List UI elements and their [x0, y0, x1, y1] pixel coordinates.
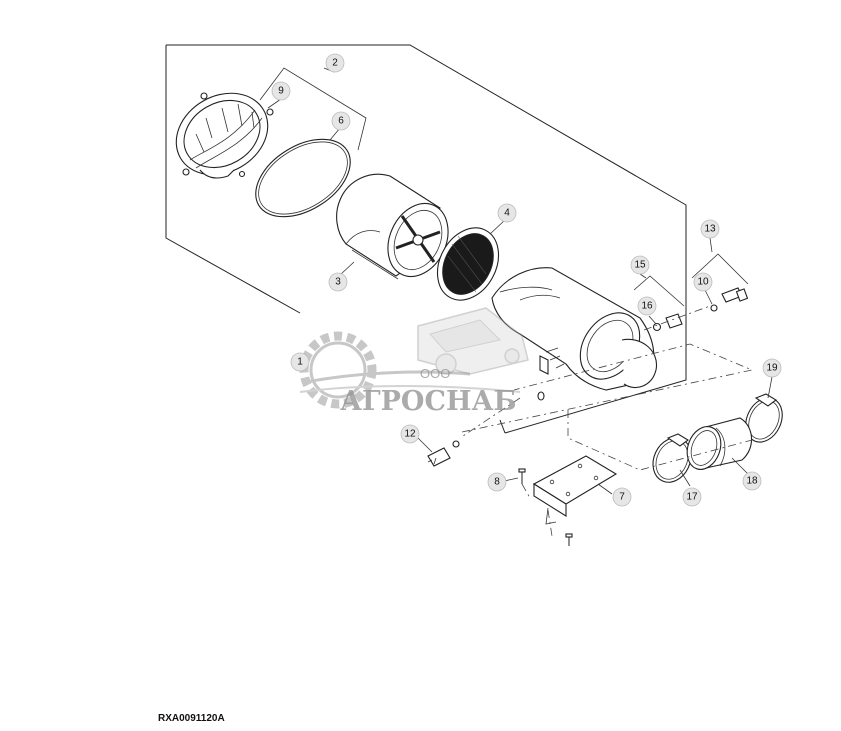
callout-1: 1 — [290, 352, 310, 372]
o-ring-part — [255, 138, 351, 218]
callout-19: 19 — [762, 358, 782, 378]
callout-bubble — [497, 203, 517, 223]
fitting-15-part — [652, 313, 683, 332]
leader-lines — [259, 67, 773, 495]
callout-bubble — [400, 424, 420, 444]
callout-label: 13 — [704, 224, 716, 235]
primary-filter-part — [336, 173, 449, 280]
callout-label: 6 — [338, 116, 344, 127]
watermark-name: АГРОСНАБ — [340, 386, 517, 417]
callout-bubble — [487, 472, 507, 492]
callout-9: 9 — [271, 81, 291, 101]
callout-bubble — [762, 358, 782, 378]
callout-13: 13 — [700, 219, 720, 239]
callout-label: 15 — [634, 260, 646, 271]
callout-10: 10 — [693, 272, 713, 292]
callout-17: 17 — [682, 487, 702, 507]
assembly-outline — [165, 44, 687, 434]
callout-bubble — [612, 487, 632, 507]
callout-label: 17 — [686, 492, 698, 503]
callout-label: 12 — [404, 429, 416, 440]
callout-2: 2 — [325, 53, 345, 73]
callout-bubble — [331, 111, 351, 131]
assembly-centerlines — [459, 305, 754, 537]
callout-bubble — [637, 296, 657, 316]
callout-group: 2 9 6 4 3 13 15 10 16 1 12 19 8 7 17 18 — [271, 53, 782, 507]
callout-bubble — [325, 53, 345, 73]
callout-15: 15 — [630, 255, 650, 275]
callout-label: 8 — [494, 477, 500, 488]
intake-cover-part — [175, 92, 274, 179]
hose-part — [686, 417, 753, 470]
callout-4: 4 — [497, 203, 517, 223]
callout-bubble — [700, 219, 720, 239]
air-cleaner-housing — [491, 267, 657, 401]
secondary-filter-part — [436, 227, 500, 301]
callout-7: 7 — [612, 487, 632, 507]
callout-label: 1 — [297, 357, 303, 368]
callout-bubble — [682, 487, 702, 507]
callout-6: 6 — [331, 111, 351, 131]
callout-label: 4 — [504, 208, 510, 219]
callout-3: 3 — [328, 272, 348, 292]
screw-part — [518, 468, 573, 546]
callout-label: 9 — [278, 86, 284, 97]
callout-bubble — [742, 471, 762, 491]
clamp-19-part — [745, 393, 783, 443]
watermark-prefix: ООО — [420, 366, 450, 381]
callout-label: 2 — [332, 58, 338, 69]
callout-bubble — [271, 81, 291, 101]
callout-label: 16 — [641, 301, 653, 312]
callout-bubble — [328, 272, 348, 292]
callout-label: 18 — [746, 476, 758, 487]
clamp-17-part — [652, 433, 692, 483]
callout-12: 12 — [400, 424, 420, 444]
callout-16: 16 — [637, 296, 657, 316]
fitting-13-part — [710, 287, 749, 312]
agrosnab-watermark: ООО АГРОСНАБ — [299, 307, 529, 417]
callout-bubble — [290, 352, 310, 372]
callout-bubble — [693, 272, 713, 292]
fitting-12-part — [427, 440, 460, 467]
callout-18: 18 — [742, 471, 762, 491]
callout-bubble — [630, 255, 650, 275]
callout-label: 7 — [619, 492, 625, 503]
figure-id: RXA0091120A — [158, 713, 225, 724]
callout-label: 10 — [697, 277, 709, 288]
callout-label: 3 — [335, 277, 341, 288]
callout-label: 19 — [766, 363, 778, 374]
tractor-logo-icon — [417, 307, 529, 375]
callout-8: 8 — [487, 472, 507, 492]
bracket-part — [532, 455, 618, 525]
